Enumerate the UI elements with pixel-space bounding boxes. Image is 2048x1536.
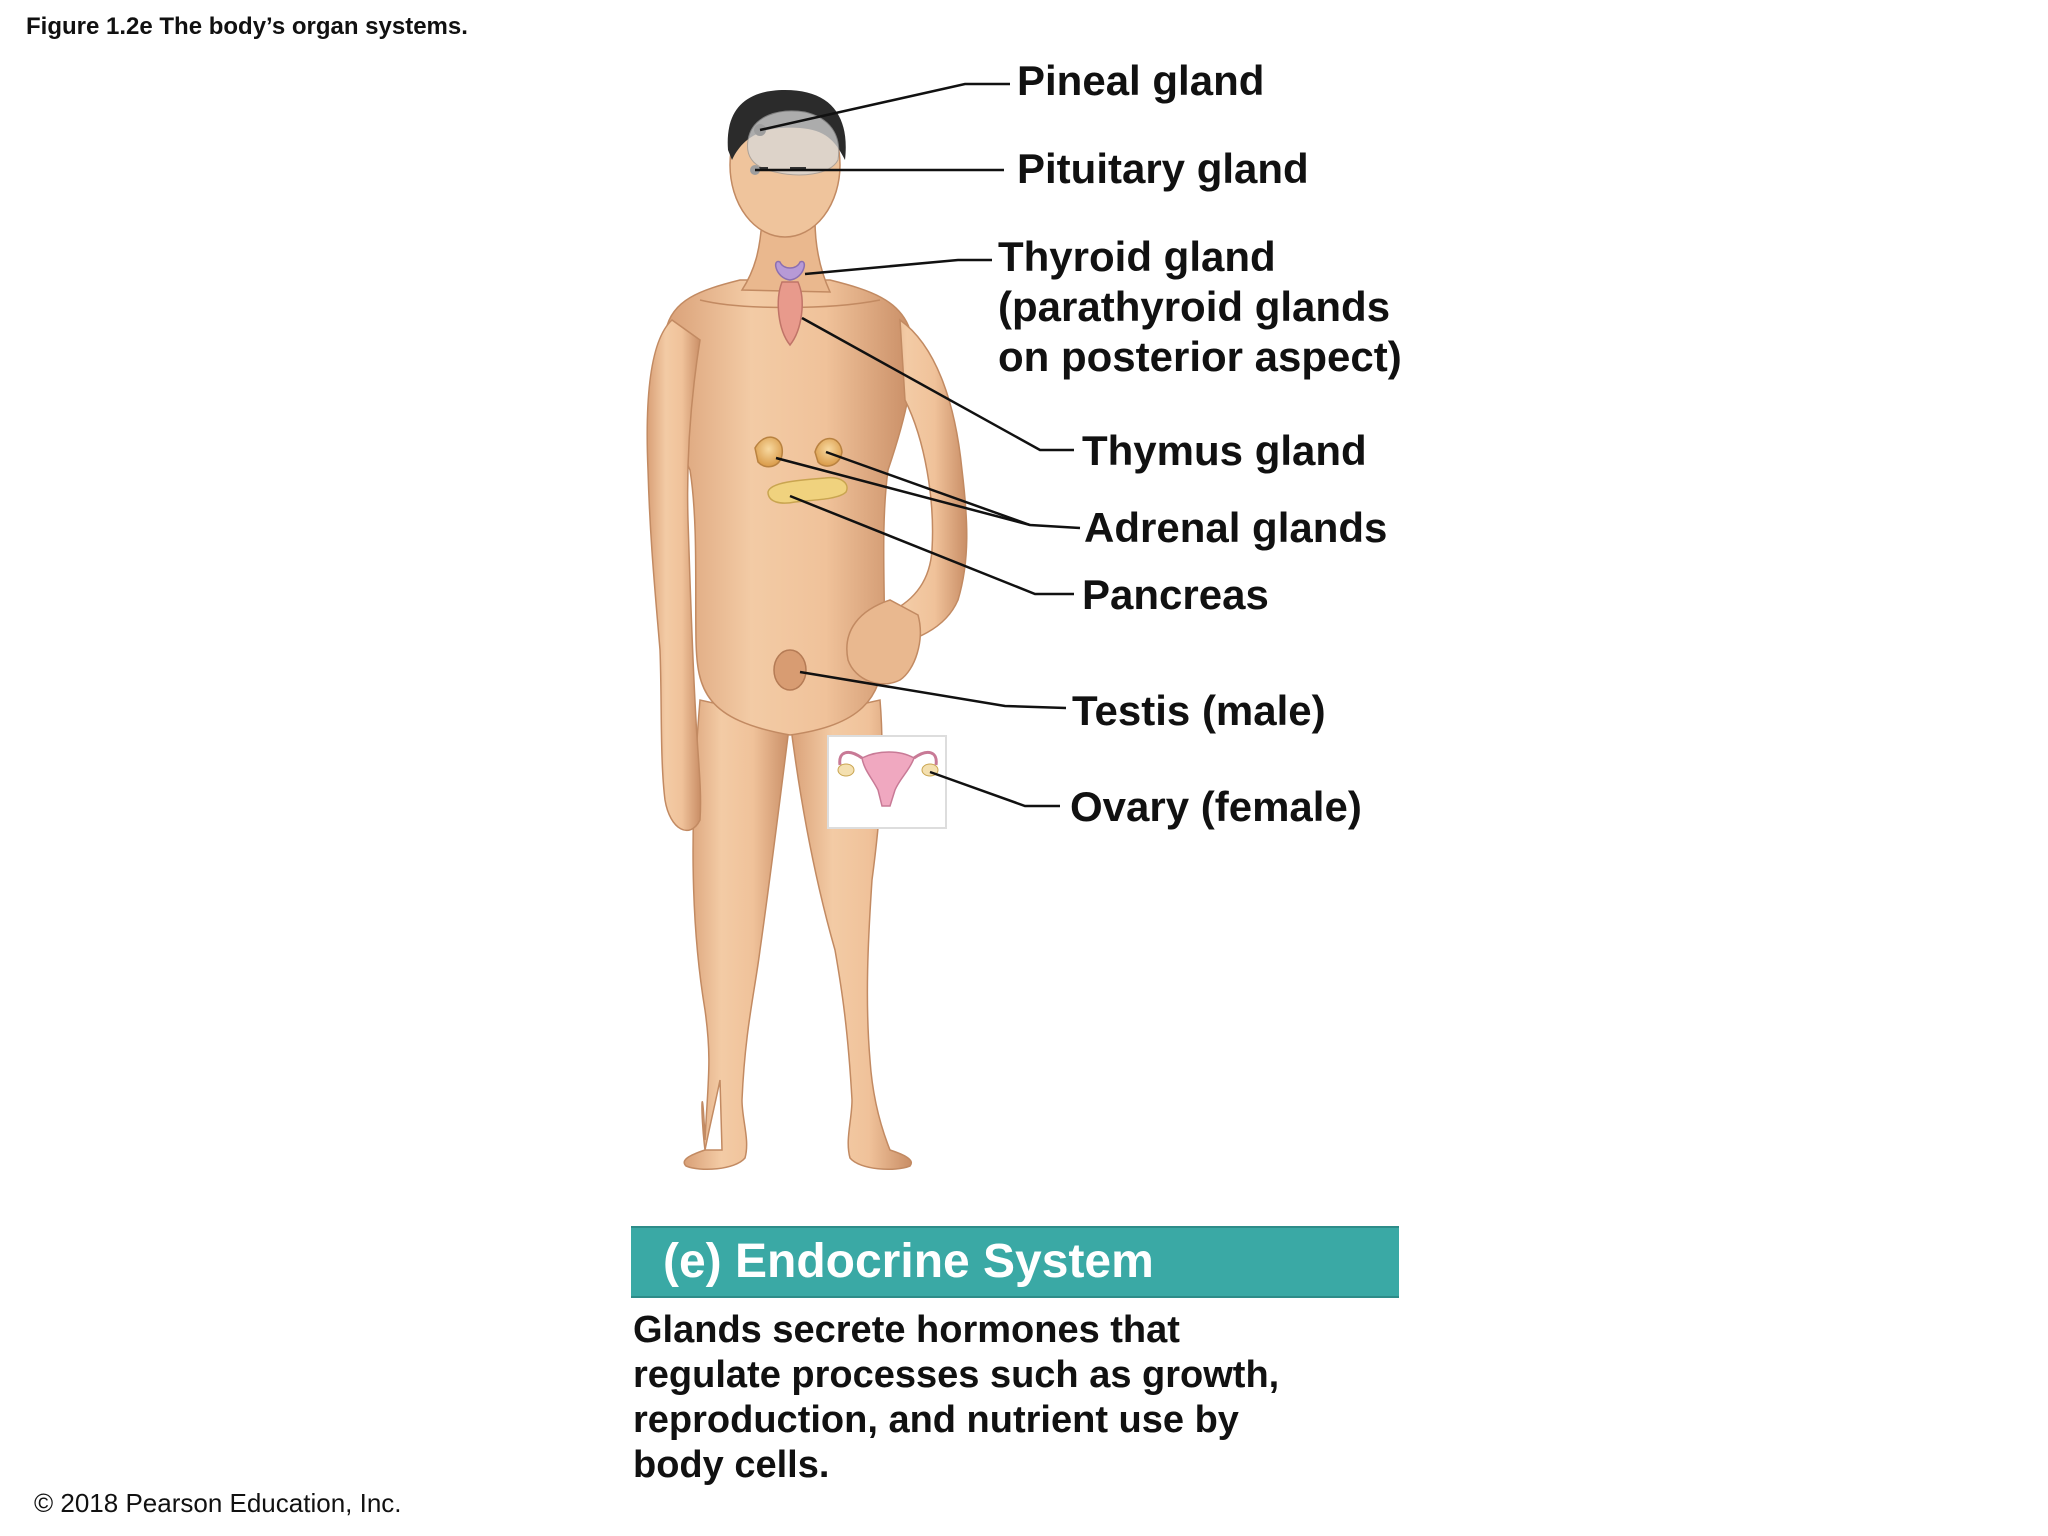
glands — [750, 124, 848, 504]
adrenal-gland-right-shape — [754, 436, 783, 468]
label-ovary: Ovary (female) — [1070, 783, 1362, 830]
fallopian-tubes — [838, 750, 938, 766]
thyroid-gland-shape — [774, 260, 806, 281]
label-testis: Testis (male) — [1072, 687, 1326, 734]
left-leg — [683, 699, 791, 1171]
ovary-left-shape — [837, 763, 855, 777]
pancreas-shape — [767, 476, 848, 504]
right-leg — [789, 699, 912, 1171]
leader-adrenal-2 — [825, 450, 1031, 527]
label-pituitary-gland: Pituitary gland — [1017, 145, 1309, 192]
figure-caption: Figure 1.2e The body’s organ systems. — [26, 13, 468, 40]
leader-ovary — [929, 770, 1060, 808]
leader-pancreas — [789, 494, 1074, 596]
copyright: © 2018 Pearson Education, Inc. — [34, 1488, 402, 1518]
leader-lines — [755, 82, 1081, 808]
label-adrenal-glands: Adrenal glands — [1084, 504, 1388, 551]
leader-thymus — [801, 316, 1074, 452]
label-pineal-gland: Pineal gland — [1017, 57, 1265, 104]
leader-thyroid — [804, 258, 992, 276]
leader-testis — [799, 670, 1067, 710]
uterus-shape — [861, 751, 915, 807]
label-thyroid-gland: Thyroid gland (parathyroid glands on pos… — [998, 233, 1402, 380]
testes — [773, 649, 807, 691]
leader-pineal — [759, 82, 1010, 132]
thymus-gland-shape — [777, 281, 803, 347]
system-description: Glands secrete hormones that regulate pr… — [633, 1309, 1280, 1486]
label-thymus-gland: Thymus gland — [1082, 427, 1367, 474]
brain-overlay — [746, 110, 840, 176]
right-arm — [646, 319, 702, 832]
label-pancreas: Pancreas — [1082, 571, 1269, 618]
system-banner: (e) Endocrine System — [631, 1226, 1399, 1298]
ovary-inset — [827, 735, 947, 829]
left-hand — [846, 599, 922, 685]
banner-title: (e) Endocrine System — [663, 1235, 1154, 1288]
human-figure — [646, 90, 968, 1171]
